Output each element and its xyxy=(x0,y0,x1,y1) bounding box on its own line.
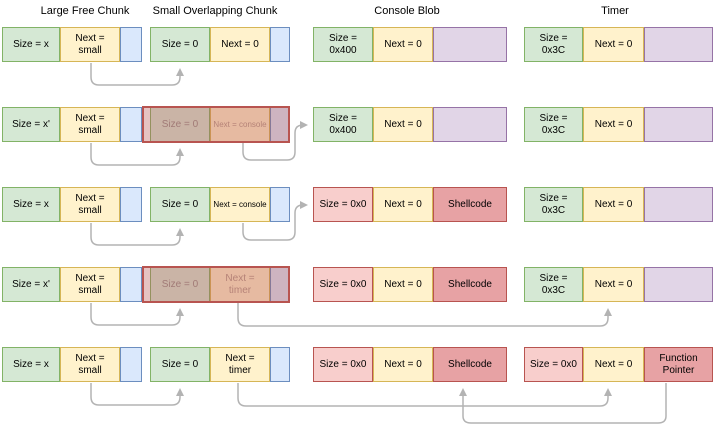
large-free-chunk-size-cell: Size = x' xyxy=(2,267,60,302)
small-overlapping-chunk-next-cell: Next = timer xyxy=(210,347,270,382)
console-blob-size-cell: Size = 0x0 xyxy=(313,187,373,222)
large-free-chunk-data-cell xyxy=(120,347,142,382)
console-blob-next-cell: Next = 0 xyxy=(373,347,433,382)
timer-data-cell xyxy=(644,187,713,222)
large-free-chunk-next-cell: Next = small xyxy=(60,107,120,142)
large-free-chunk-size-cell: Size = x xyxy=(2,27,60,62)
timer-size-cell: Size = 0x3C xyxy=(524,107,583,142)
header-small-overlapping-chunk: Small Overlapping Chunk xyxy=(152,5,278,17)
small-overlapping-chunk-size-cell: Size = 0 xyxy=(150,27,210,62)
console-blob-data-cell: Shellcode xyxy=(433,267,507,302)
small-overlapping-chunk-data-cell xyxy=(270,187,290,222)
console-blob-size-cell: Size = 0x400 xyxy=(313,27,373,62)
console-blob-next-cell: Next = 0 xyxy=(373,107,433,142)
arrow-small-chunk-link-row-2 xyxy=(90,143,184,166)
timer-size-cell: Size = 0x3C xyxy=(524,187,583,222)
header-timer: Timer xyxy=(601,5,629,17)
large-free-chunk-data-cell xyxy=(120,267,142,302)
large-free-chunk-data-cell xyxy=(120,187,142,222)
console-blob-size-cell: Size = 0x0 xyxy=(313,267,373,302)
timer-data-cell xyxy=(644,267,713,302)
arrow-fp-link-row-5 xyxy=(459,383,667,424)
console-blob-next-cell: Next = 0 xyxy=(373,27,433,62)
overwritten-chunk-overlay xyxy=(142,106,290,143)
timer-data-cell xyxy=(644,27,713,62)
console-blob-data-cell: Shellcode xyxy=(433,187,507,222)
arrow-timer-link-row-4 xyxy=(237,303,612,327)
arrow-small-chunk-link-row-5 xyxy=(90,383,184,406)
large-free-chunk-data-cell xyxy=(120,27,142,62)
timer-size-cell: Size = 0x0 xyxy=(524,347,583,382)
small-overlapping-chunk-size-cell: Size = 0 xyxy=(150,187,210,222)
timer-size-cell: Size = 0x3C xyxy=(524,267,583,302)
arrow-small-chunk-link-row-4 xyxy=(90,303,184,326)
console-blob-size-cell: Size = 0x0 xyxy=(313,347,373,382)
large-free-chunk-next-cell: Next = small xyxy=(60,267,120,302)
small-overlapping-chunk-next-cell: Next = 0 xyxy=(210,27,270,62)
timer-next-cell: Next = 0 xyxy=(583,187,644,222)
large-free-chunk-size-cell: Size = x xyxy=(2,187,60,222)
large-free-chunk-data-cell xyxy=(120,107,142,142)
arrow-small-chunk-link-row-3 xyxy=(90,223,184,246)
timer-size-cell: Size = 0x3C xyxy=(524,27,583,62)
large-free-chunk-size-cell: Size = x xyxy=(2,347,60,382)
small-overlapping-chunk-size-cell: Size = 0 xyxy=(150,347,210,382)
timer-next-cell: Next = 0 xyxy=(583,27,644,62)
timer-data-cell xyxy=(644,107,713,142)
small-overlapping-chunk-size-cell: Size = 0 xyxy=(150,267,210,302)
small-overlapping-chunk-data-cell xyxy=(270,347,290,382)
timer-next-cell: Next = 0 xyxy=(583,267,644,302)
overwritten-chunk-overlay xyxy=(142,266,290,303)
timer-next-cell: Next = 0 xyxy=(583,347,644,382)
console-blob-data-cell: Shellcode xyxy=(433,347,507,382)
large-free-chunk-next-cell: Next = small xyxy=(60,347,120,382)
timer-data-cell: Function Pointer xyxy=(644,347,713,382)
large-free-chunk-next-cell: Next = small xyxy=(60,27,120,62)
arrow-timer-link-row-5 xyxy=(237,383,612,407)
small-overlapping-chunk-next-cell: Next = console xyxy=(210,187,270,222)
large-free-chunk-size-cell: Size = x' xyxy=(2,107,60,142)
console-blob-data-cell xyxy=(433,27,507,62)
console-blob-next-cell: Next = 0 xyxy=(373,187,433,222)
console-blob-data-cell xyxy=(433,107,507,142)
console-blob-size-cell: Size = 0x400 xyxy=(313,107,373,142)
console-blob-next-cell: Next = 0 xyxy=(373,267,433,302)
small-overlapping-chunk-data-cell xyxy=(270,27,290,62)
large-free-chunk-next-cell: Next = small xyxy=(60,187,120,222)
arrow-small-chunk-link-row-1 xyxy=(90,63,184,86)
timer-next-cell: Next = 0 xyxy=(583,107,644,142)
header-large-free-chunk: Large Free Chunk xyxy=(40,5,130,17)
header-console-blob: Console Blob xyxy=(374,5,440,17)
